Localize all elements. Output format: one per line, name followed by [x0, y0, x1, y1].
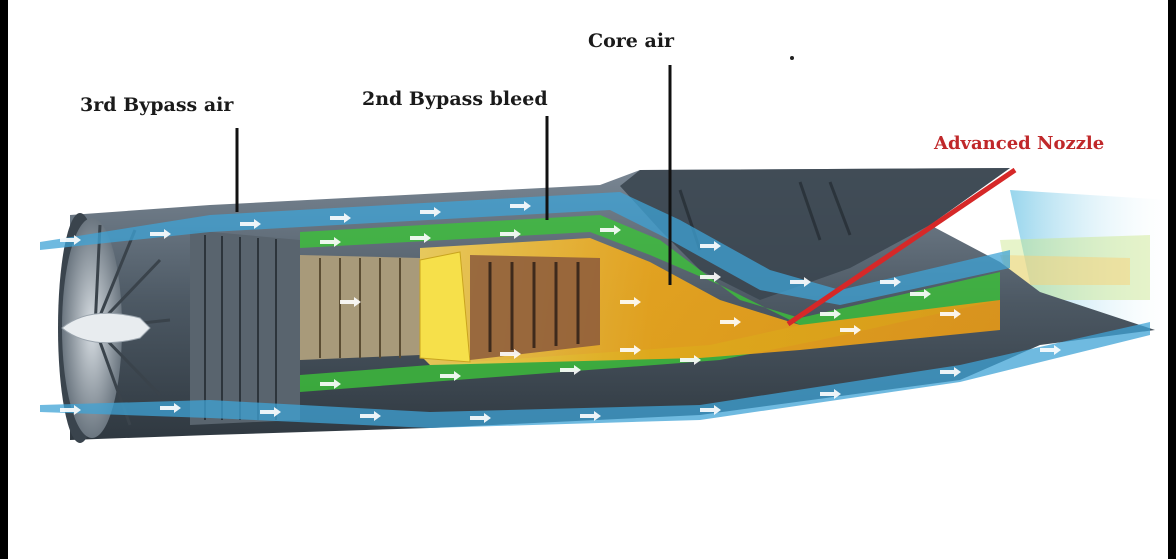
bypass-stream-upper	[40, 192, 1010, 305]
label-3rd-bypass-air: 3rd Bypass air	[80, 94, 234, 116]
label-advanced-nozzle: Advanced Nozzle	[934, 133, 1105, 154]
turbine-icon	[470, 255, 600, 360]
combustor-icon	[419, 251, 471, 363]
stray-dot	[790, 56, 794, 60]
leader-nozzle	[786, 167, 1017, 327]
flow-arrow-icon	[60, 201, 1061, 423]
arrows-bleed	[320, 225, 931, 389]
spinner-cone-icon	[61, 312, 151, 344]
nozzle-icon	[620, 168, 1010, 300]
right-border	[1168, 0, 1176, 559]
label-core-air: Core air	[588, 30, 675, 52]
arrows-bypass-lower	[60, 345, 1061, 423]
arrows-core	[340, 297, 961, 359]
compressor-icon	[190, 230, 420, 425]
arrows-bypass-upper	[60, 201, 901, 287]
exhaust-plume	[1000, 190, 1170, 330]
left-border	[0, 0, 8, 559]
bypass-stream-lower	[40, 322, 1150, 428]
label-2nd-bypass-bleed: 2nd Bypass bleed	[362, 88, 548, 110]
